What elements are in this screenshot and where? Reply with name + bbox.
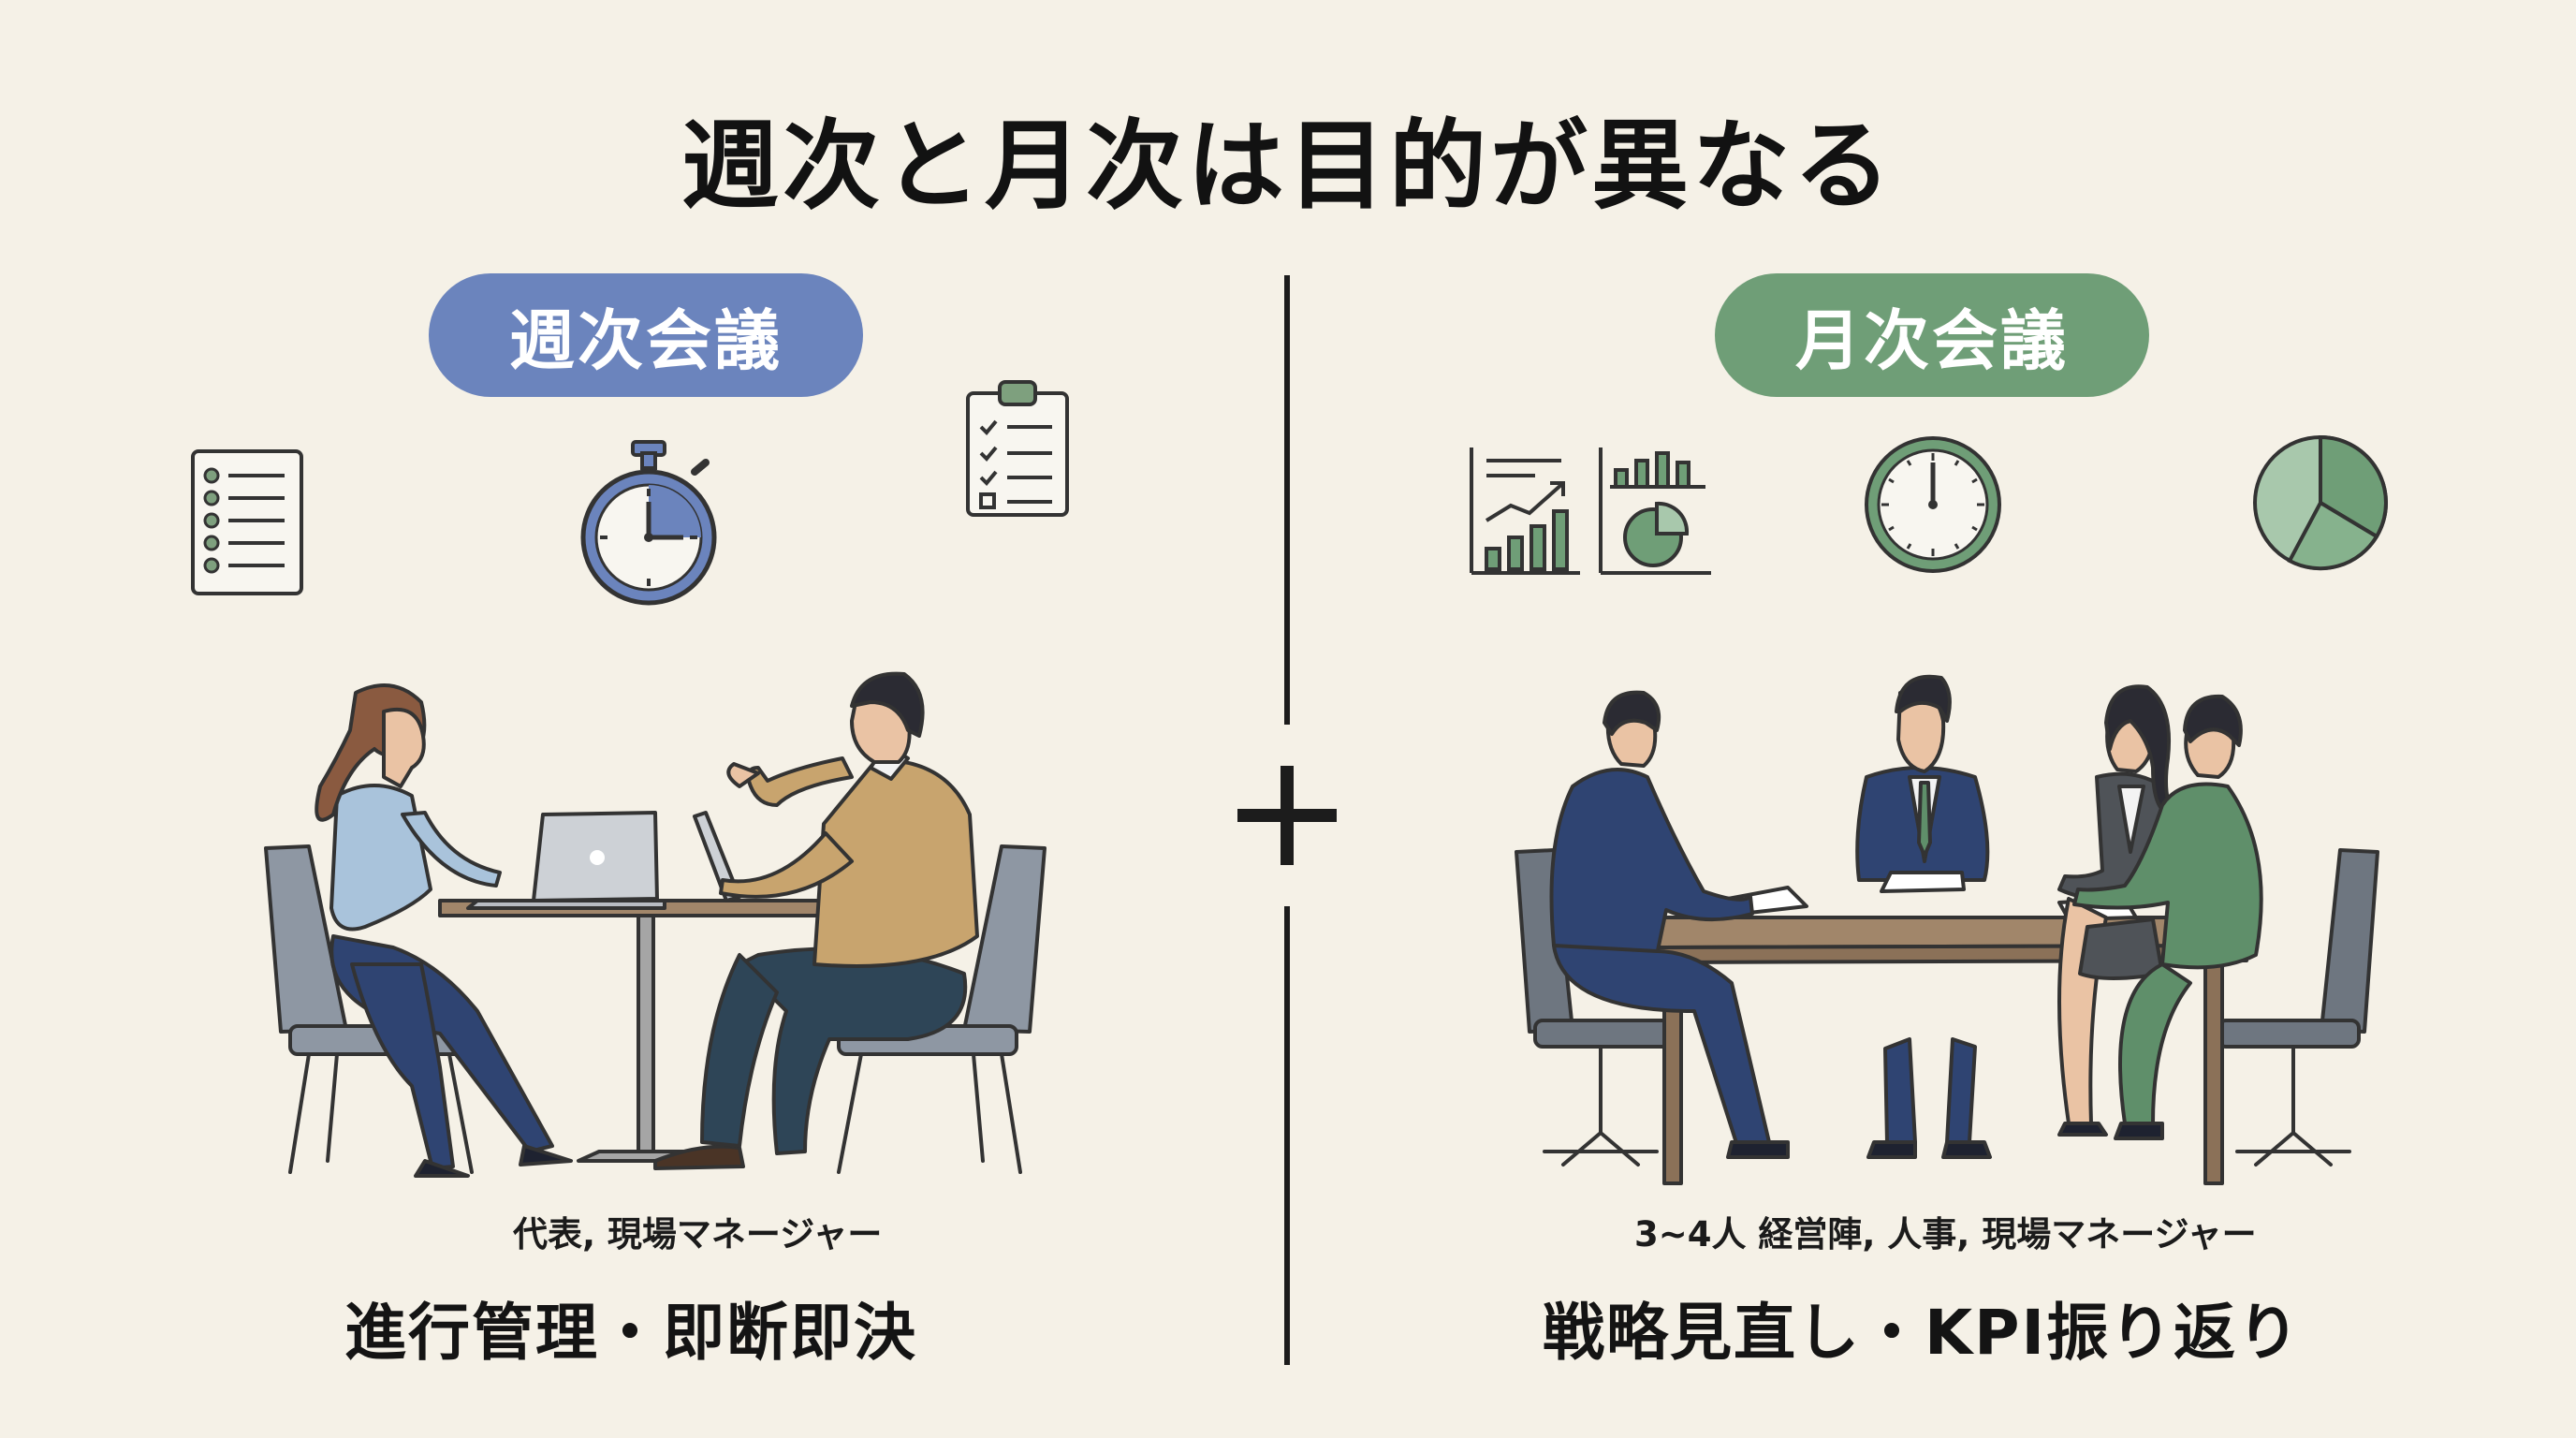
left-man-torso (1549, 768, 1754, 961)
man-torso (812, 757, 979, 968)
growth-chart-icon (1470, 448, 1580, 575)
center-man-hair (1895, 674, 1952, 723)
weekly-meeting-badge: 週次会議 (429, 273, 863, 397)
right-man-torso (2072, 782, 2263, 970)
paper (1880, 871, 1966, 893)
woman-torso (329, 784, 432, 932)
man-arm-gesture (746, 756, 854, 807)
man-hair (850, 671, 925, 738)
weekly-members: 代表, 現場マネージャー (513, 1214, 883, 1255)
clipboard-checklist-icon (966, 380, 1069, 517)
plus-icon-vertical (1281, 766, 1294, 865)
clock-icon (1865, 436, 2001, 573)
weekly-meeting-illustration (264, 671, 1046, 1178)
weekly-purpose: 進行管理・即断即決 (344, 1297, 917, 1369)
page-title: 週次と月次は目的が異なる (681, 109, 1895, 223)
monthly-meeting-badge: 月次会議 (1715, 273, 2149, 397)
monthly-meeting-illustration (1515, 674, 2379, 1185)
checklist-icon (191, 449, 303, 595)
woman-face (382, 707, 426, 788)
left-man-hair (1603, 690, 1661, 736)
stopwatch-icon (580, 440, 717, 606)
divider-top (1284, 275, 1290, 725)
bar-pie-chart-icon (1599, 448, 1711, 575)
monthly-purpose: 戦略見直し・KPI振り返り (1543, 1297, 2302, 1369)
laptop-right (693, 811, 741, 902)
pie-chart-icon (2253, 434, 2388, 571)
office-chair-right (2320, 848, 2379, 1034)
monthly-members: 3~4人 経営陣, 人事, 現場マネージャー (1634, 1214, 2257, 1255)
divider-bottom (1284, 906, 1290, 1365)
right-man-hair (2183, 694, 2243, 747)
